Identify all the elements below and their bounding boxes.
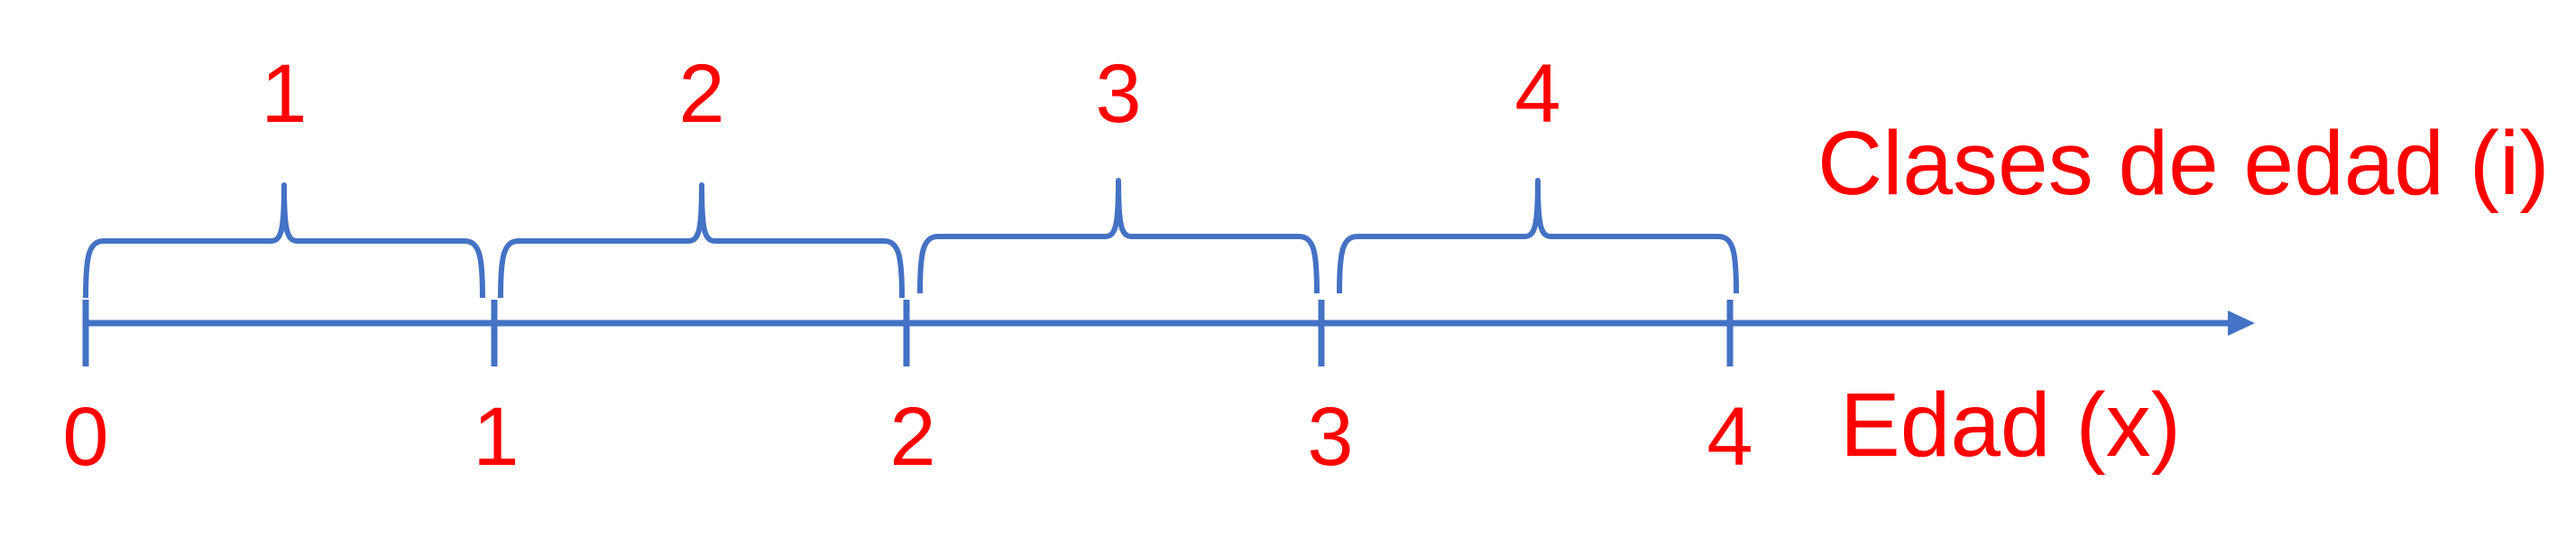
class-brace-3 xyxy=(917,178,1320,294)
age-tick-label-2: 2 xyxy=(889,391,935,483)
class-number-3: 3 xyxy=(1095,48,1141,140)
class-brace-1 xyxy=(83,182,485,299)
class-number-2: 2 xyxy=(678,48,724,140)
age-tick-label-3: 3 xyxy=(1307,391,1353,483)
age-axis-title: Edad (x) xyxy=(1840,375,2181,476)
class-brace-4 xyxy=(1337,178,1739,294)
class-number-1: 1 xyxy=(261,48,307,140)
class-brace-2 xyxy=(498,182,905,299)
class-number-4: 4 xyxy=(1514,48,1560,140)
age-tick-label-0: 0 xyxy=(62,391,108,483)
age-tick-label-1: 1 xyxy=(473,391,519,483)
age-classes-title: Clases de edad (i) xyxy=(1817,113,2550,214)
age-tick-label-4: 4 xyxy=(1707,391,1753,483)
axis-arrowhead xyxy=(2228,311,2255,336)
